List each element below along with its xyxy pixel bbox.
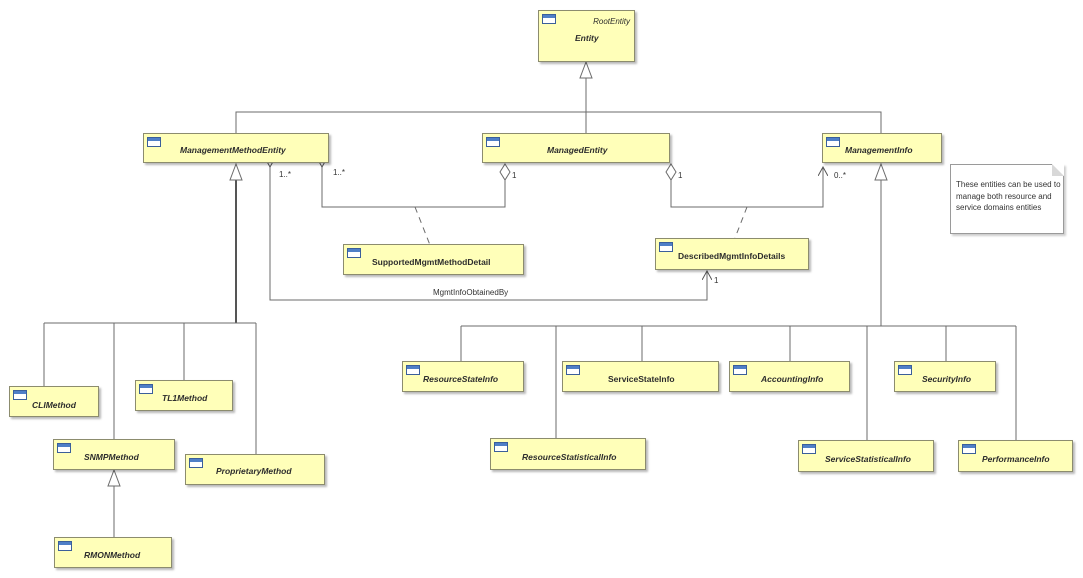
class-icon bbox=[566, 365, 580, 375]
class-service-statistical-info[interactable]: ServiceStatisticalInfo bbox=[798, 440, 934, 472]
class-resource-statistical-info[interactable]: ResourceStatisticalInfo bbox=[490, 438, 646, 470]
generalization-arrow-snmp bbox=[107, 468, 121, 487]
class-icon bbox=[147, 137, 161, 147]
class-snmp-method[interactable]: SNMPMethod bbox=[53, 439, 175, 470]
class-icon bbox=[542, 14, 556, 24]
class-name: ServiceStateInfo bbox=[608, 374, 675, 384]
generalization-arrow-methods bbox=[229, 162, 243, 181]
class-supported-mgmt-method-detail[interactable]: SupportedMgmtMethodDetail bbox=[343, 244, 524, 275]
class-entity[interactable]: RootEntity Entity bbox=[538, 10, 635, 62]
class-name: PerformanceInfo bbox=[982, 454, 1050, 464]
class-tl1-method[interactable]: TL1Method bbox=[135, 380, 233, 411]
class-name: ServiceStatisticalInfo bbox=[825, 454, 911, 464]
association-supported bbox=[322, 167, 506, 208]
class-icon bbox=[347, 248, 361, 258]
class-described-mgmt-info-details[interactable]: DescribedMgmtInfoDetails bbox=[655, 238, 809, 270]
aggregation-diamond-managed-left bbox=[499, 163, 511, 181]
class-icon bbox=[962, 444, 976, 454]
class-icon bbox=[486, 137, 500, 147]
class-name: ManagementMethodEntity bbox=[180, 145, 286, 155]
generalization-arrow-info bbox=[874, 162, 888, 181]
association-label: MgmtInfoObtainedBy bbox=[433, 288, 509, 297]
class-name: TL1Method bbox=[162, 393, 208, 403]
class-name: SNMPMethod bbox=[84, 452, 139, 462]
association-described bbox=[670, 167, 823, 208]
association-class-link-described bbox=[734, 206, 748, 239]
class-performance-info[interactable]: PerformanceInfo bbox=[958, 440, 1073, 472]
class-name: SupportedMgmtMethodDetail bbox=[372, 257, 491, 267]
class-icon bbox=[494, 442, 508, 452]
class-name: ResourceStateInfo bbox=[423, 374, 499, 384]
class-icon bbox=[659, 242, 673, 252]
class-accounting-info[interactable]: AccountingInfo bbox=[729, 361, 850, 392]
association-mgmt-info-obtained-by bbox=[270, 167, 707, 301]
class-service-state-info[interactable]: ServiceStateInfo bbox=[562, 361, 719, 392]
class-name: ResourceStatisticalInfo bbox=[522, 452, 617, 462]
class-name: SecurityInfo bbox=[922, 374, 972, 384]
class-security-info[interactable]: SecurityInfo bbox=[894, 361, 996, 392]
class-name: CLIMethod bbox=[32, 400, 76, 410]
multiplicity-label: 1 bbox=[714, 276, 719, 285]
class-name: ManagedEntity bbox=[547, 145, 608, 155]
association-class-link-supported bbox=[414, 206, 431, 246]
class-management-info[interactable]: ManagementInfo bbox=[822, 133, 942, 163]
class-name: RMONMethod bbox=[84, 550, 141, 560]
class-name: ProprietaryMethod bbox=[216, 466, 292, 476]
note[interactable]: These entities can be used to manage bot… bbox=[950, 164, 1064, 234]
class-name: ManagementInfo bbox=[845, 145, 913, 155]
multiplicity-label: 1 bbox=[678, 171, 683, 180]
class-icon bbox=[406, 365, 420, 375]
multiplicity-label: 1 bbox=[512, 171, 517, 180]
class-stereotype: RootEntity bbox=[593, 17, 630, 26]
class-icon bbox=[898, 365, 912, 375]
class-name: AccountingInfo bbox=[761, 374, 824, 384]
class-icon bbox=[13, 390, 27, 400]
class-resource-state-info[interactable]: ResourceStateInfo bbox=[402, 361, 524, 392]
class-icon bbox=[189, 458, 203, 468]
generalization-arrow-entity bbox=[579, 60, 593, 79]
class-icon bbox=[802, 444, 816, 454]
class-icon bbox=[139, 384, 153, 394]
class-cli-method[interactable]: CLIMethod bbox=[9, 386, 99, 417]
class-name: Entity bbox=[575, 33, 599, 43]
class-icon bbox=[733, 365, 747, 375]
class-rmon-method[interactable]: RMONMethod bbox=[54, 537, 172, 568]
note-text: These entities can be used to manage bot… bbox=[956, 180, 1061, 212]
class-icon bbox=[57, 443, 71, 453]
multiplicity-label: 0..* bbox=[834, 171, 847, 180]
class-name: DescribedMgmtInfoDetails bbox=[678, 251, 786, 261]
generalization-line-entity bbox=[235, 111, 882, 137]
multiplicity-label: 1..* bbox=[333, 168, 346, 177]
class-proprietary-method[interactable]: ProprietaryMethod bbox=[185, 454, 325, 485]
class-management-method-entity[interactable]: ManagementMethodEntity bbox=[143, 133, 329, 163]
class-managed-entity[interactable]: ManagedEntity bbox=[482, 133, 670, 163]
multiplicity-label: 1..* bbox=[279, 170, 292, 179]
class-icon bbox=[826, 137, 840, 147]
aggregation-diamond-managed-right bbox=[665, 163, 677, 181]
class-icon bbox=[58, 541, 72, 551]
